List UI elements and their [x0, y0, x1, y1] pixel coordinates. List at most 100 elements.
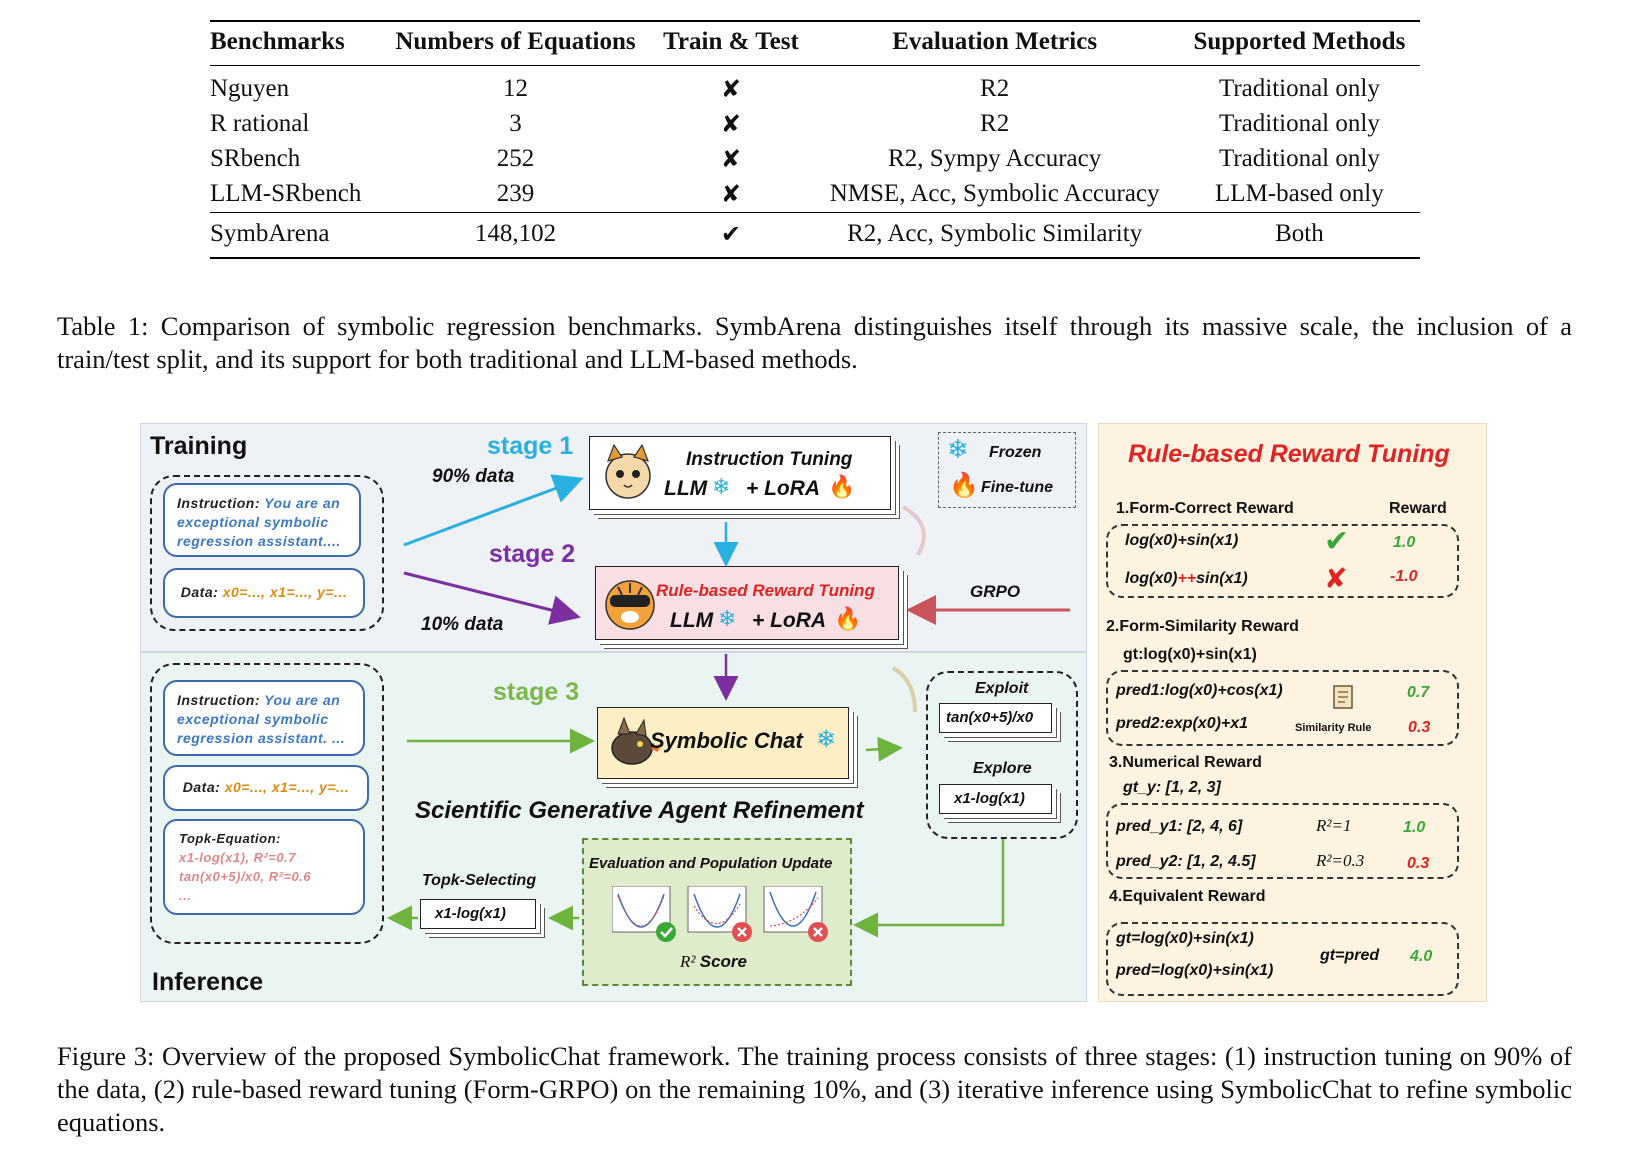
- cell-methods: Both: [1178, 212, 1420, 259]
- data-text: x0=..., x1=..., y=...: [222, 584, 348, 600]
- cell-metrics: R2, Sympy Accuracy: [888, 145, 1102, 172]
- fit-plots: [612, 886, 828, 942]
- lora-label: + LoRA: [746, 477, 821, 500]
- explore-equation-box: x1-log(x1): [939, 784, 1052, 814]
- cell-count: 252: [496, 145, 535, 172]
- cell-benchmark: Nguyen: [210, 75, 290, 102]
- reward-section-title: 3.Numerical Reward: [1109, 754, 1262, 771]
- table-row: Nguyen 12 ✘ R2 Traditional only: [210, 66, 1420, 108]
- cell-metrics: R2, Acc, Symbolic Similarity: [810, 212, 1179, 259]
- reward-prediction: pred_y1: [2, 4, 6]: [1116, 818, 1243, 835]
- equivalence-label: gt=pred: [1320, 947, 1380, 964]
- benchmark-table: Benchmarks Numbers of Equations Train & …: [210, 20, 1420, 259]
- inference-input-group: [150, 663, 384, 944]
- cell-count: 148,102: [379, 212, 652, 259]
- snowflake-icon: ❄: [712, 474, 731, 499]
- cell-benchmark: SymbArena: [210, 212, 380, 259]
- figure-caption: Figure 3: Overview of the proposed Symbo…: [57, 1041, 1572, 1137]
- table-caption: Table 1: Comparison of symbolic regressi…: [57, 311, 1572, 374]
- snowflake-icon: ❄: [718, 606, 737, 631]
- topk-selected-box: x1-log(x1): [420, 899, 536, 929]
- data-text: x0=..., x1=..., y=...: [224, 779, 350, 795]
- topk-line: tan(x0+5)/x0, R²=0.6: [179, 869, 312, 884]
- r2-value: R²=0.3: [1316, 851, 1365, 870]
- fire-icon: 🔥: [834, 606, 862, 631]
- cell-methods: Traditional only: [1218, 110, 1380, 137]
- inference-title: Inference: [152, 968, 264, 996]
- fit-plot-bad-2: [763, 886, 823, 933]
- agent-refinement-title: Scientific Generative Agent Refinement: [415, 797, 864, 824]
- reward-value: 1.0: [1393, 534, 1416, 551]
- cross-icon: ✘: [720, 110, 741, 138]
- exploit-label: Exploit: [975, 680, 1029, 697]
- instruction-label: Instruction:: [177, 692, 260, 708]
- reward-gt: gt:log(x0)+sin(x1): [1123, 646, 1257, 663]
- check-badge-icon: [656, 922, 676, 942]
- fire-icon: 🔥: [949, 473, 979, 499]
- training-data-box: Data: x0=..., x1=..., y=...: [163, 568, 365, 618]
- explore-equation: x1-log(x1): [954, 790, 1025, 807]
- fit-plot-bad-1: [687, 886, 747, 933]
- dragon-mascot-icon: [611, 716, 660, 765]
- stage2-label: stage 2: [489, 540, 576, 568]
- instruction-tuning-title: Instruction Tuning: [686, 449, 853, 470]
- stage3-label: stage 3: [493, 678, 580, 706]
- inference-instruction-box: Instruction: You are an exceptional symb…: [163, 680, 365, 756]
- data90-label: 90% data: [432, 466, 515, 487]
- instruction-text: You are an exceptional symbolic regressi…: [177, 495, 341, 549]
- instruction-text: You are an exceptional symbolic regressi…: [177, 692, 346, 746]
- arrow-stage2: [403, 571, 581, 625]
- snowflake-icon: ❄: [816, 727, 837, 753]
- reward-value: 0.3: [1408, 719, 1431, 736]
- r2-symbol: R²: [680, 952, 696, 971]
- scroll-icon: [1333, 685, 1353, 709]
- reward-section-title: 1.Form-Correct Reward: [1116, 500, 1294, 517]
- arrow-to-eval: [853, 838, 1005, 938]
- legend-finetune: Fine-tune: [981, 479, 1053, 496]
- arrow-stage1: [403, 474, 584, 547]
- stage1-label: stage 1: [487, 432, 574, 460]
- data-label: Data:: [180, 584, 219, 600]
- fire-icon: 🔥: [828, 474, 856, 499]
- reward-tuning-title: Rule-based Reward Tuning: [656, 581, 875, 600]
- topk-selecting-label: Topk-Selecting: [422, 872, 537, 889]
- cell-metrics: NMSE, Acc, Symbolic Accuracy: [829, 180, 1160, 207]
- reward-prediction: pred_y2: [1, 2, 4.5]: [1116, 853, 1256, 870]
- reward-panel-title: Rule-based Reward Tuning: [1128, 440, 1450, 468]
- reward-value: 0.3: [1407, 855, 1430, 872]
- table-row: R rational 3 ✘ R2 Traditional only: [210, 107, 1420, 142]
- symbolic-chat-title: Symbolic Chat: [650, 728, 803, 753]
- topk-selected-equation: x1-log(x1): [435, 905, 506, 922]
- reward-tuning-box: Rule-based Reward Tuning LLM ❄ + LoRA 🔥: [595, 566, 899, 640]
- legend-frozen: Frozen: [989, 444, 1042, 461]
- reward-equation: log(x0)+sin(x1): [1125, 532, 1239, 549]
- training-input-group: [150, 475, 384, 631]
- cross-icon: ✘: [1324, 562, 1348, 595]
- cell-methods: Traditional only: [1218, 75, 1380, 102]
- legend-box: ❄ Frozen 🔥 Fine-tune: [938, 432, 1076, 508]
- tiger-mascot-icon: [605, 580, 655, 630]
- r2-score-label: R² Score: [680, 952, 747, 971]
- evaluation-title: Evaluation and Population Update: [589, 855, 833, 872]
- symbolic-chat-box: Symbolic Chat ❄: [597, 707, 849, 779]
- reward-gt: gt=log(x0)+sin(x1): [1116, 930, 1254, 947]
- reward-column-header: Reward: [1389, 500, 1447, 517]
- cell-methods: Traditional only: [1218, 145, 1380, 172]
- form-correct-box: [1106, 524, 1459, 598]
- check-icon: ✔: [1324, 524, 1350, 559]
- similarity-rule-label: Similarity Rule: [1295, 722, 1372, 734]
- topk-equation-box: Topk-Equation: x1-log(x1), R²=0.7 tan(x0…: [163, 819, 365, 915]
- reward-value: 1.0: [1403, 819, 1426, 836]
- data-label: Data:: [182, 779, 221, 795]
- data10-label: 10% data: [421, 614, 504, 635]
- evaluation-box: Evaluation and Population Update: [582, 838, 852, 986]
- cell-count: 239: [496, 180, 535, 207]
- cell-benchmark: R rational: [210, 110, 310, 137]
- col-header: Evaluation Metrics: [810, 20, 1179, 66]
- training-instruction-box: Instruction: You are an exceptional symb…: [163, 483, 361, 557]
- col-header: Numbers of Equations: [379, 20, 652, 66]
- reward-section-title: 4.Equivalent Reward: [1109, 888, 1266, 905]
- explore-label: Explore: [973, 760, 1032, 777]
